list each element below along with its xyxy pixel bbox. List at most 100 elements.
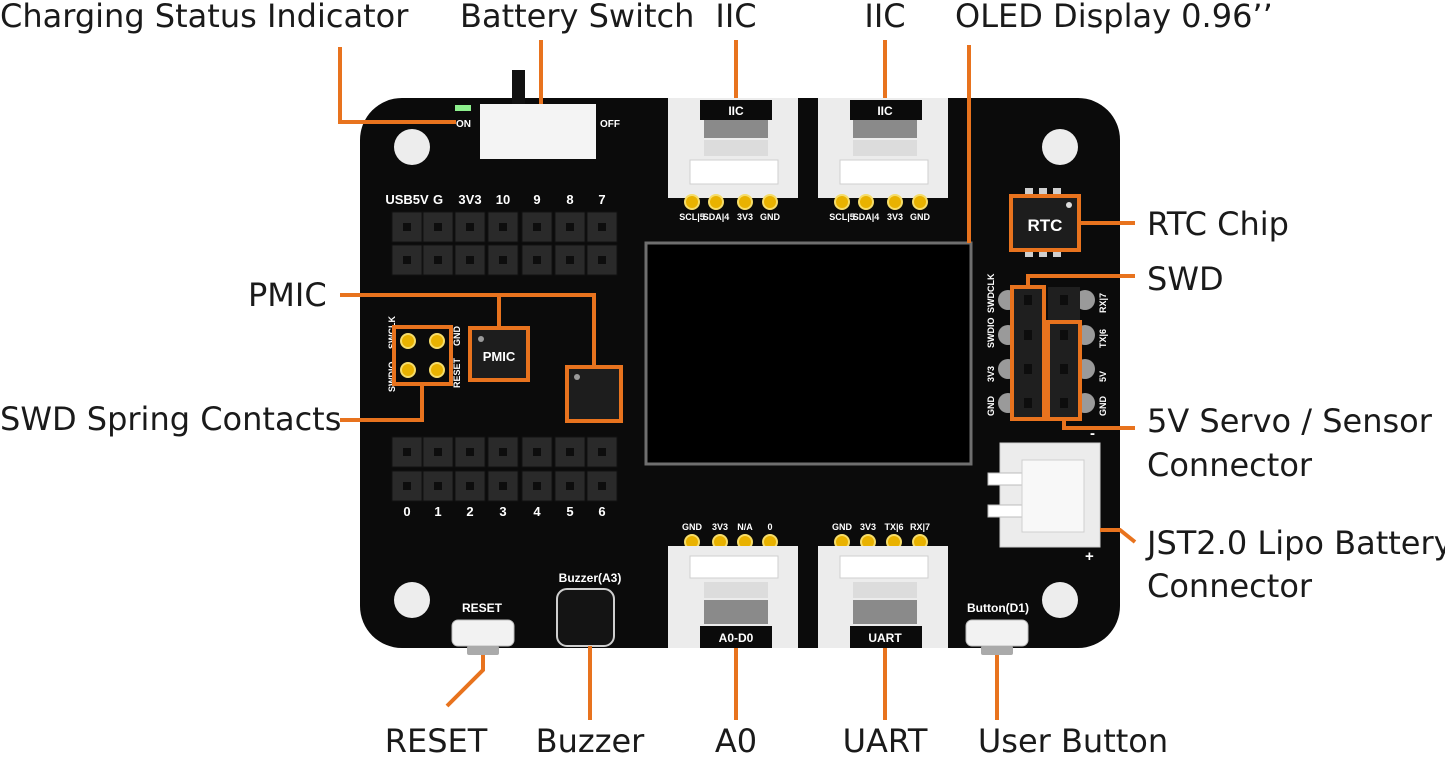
connector-pad xyxy=(708,194,724,210)
servo-header xyxy=(1048,287,1080,419)
swd-header-pin xyxy=(1024,398,1032,408)
top-header-pins xyxy=(391,211,618,276)
callout-buzzer: Buzzer xyxy=(536,722,646,756)
connector-pad xyxy=(684,194,700,210)
header-pin-hole xyxy=(598,256,606,264)
connector-pin-label: GND xyxy=(910,212,931,222)
top-header-label: 9 xyxy=(533,192,540,207)
connector-pin-label: SCL|5 xyxy=(679,212,705,222)
iic-right-silk: IIC xyxy=(877,104,893,118)
header-pin-hole xyxy=(566,482,574,490)
header-pin-hole xyxy=(466,223,474,231)
charging-led xyxy=(455,105,471,111)
header-pin-cell xyxy=(521,211,553,243)
swd-header-pin xyxy=(1024,295,1032,305)
header-pin-hole xyxy=(403,482,411,490)
top-header-label: 7 xyxy=(598,192,605,207)
header-pin-hole xyxy=(434,223,442,231)
header-pin-hole xyxy=(403,256,411,264)
connector-pin-label: GND xyxy=(760,212,781,222)
connector-pin-label: TX|6 xyxy=(884,522,903,532)
bottom-header-label: 3 xyxy=(499,504,506,519)
top-header-label: USB5V xyxy=(385,192,429,207)
leader-jst xyxy=(1100,528,1137,544)
spring-reset-silk: RESET xyxy=(452,357,462,388)
leader-reset xyxy=(445,655,485,708)
reset-button[interactable] xyxy=(467,646,499,655)
reset-silk: RESET xyxy=(462,601,503,615)
header-pin-hole xyxy=(598,448,606,456)
a0-connector xyxy=(668,546,798,648)
bottom-header-pins xyxy=(391,436,618,502)
callout-iic-right: IIC xyxy=(864,0,905,35)
connector-pin-label: RX|7 xyxy=(910,522,930,532)
connector-pad xyxy=(858,194,874,210)
servo-header-pin xyxy=(1060,330,1068,340)
iic-connector-left: IIC xyxy=(668,98,798,198)
spring-gnd-silk: GND xyxy=(452,326,462,347)
user-button-silk: Button(D1) xyxy=(967,601,1029,615)
callout-iic-left: IIC xyxy=(715,0,756,35)
servo-pin-label: TX|6 xyxy=(1098,329,1108,348)
header-pin-hole xyxy=(533,223,541,231)
header-pin-hole xyxy=(434,256,442,264)
callout-a0: A0 xyxy=(715,722,757,756)
swd-header-pin xyxy=(1024,330,1032,340)
pmic-chip-silk: PMIC xyxy=(483,349,516,364)
servo-header-pin xyxy=(1060,364,1068,374)
top-header-label: 3V3 xyxy=(458,192,481,207)
bottom-header-label: 1 xyxy=(434,504,441,519)
iic-connector-right: IIC xyxy=(818,98,948,198)
bottom-header-label: 5 xyxy=(566,504,573,519)
top-header-label: G xyxy=(433,192,443,207)
swd-spring-contacts xyxy=(400,333,445,378)
header-pin-hole xyxy=(499,223,507,231)
rtc-chip-silk: RTC xyxy=(1028,216,1063,235)
jst-battery-connector xyxy=(987,442,1101,548)
callout-charging-status: Charging Status Indicator xyxy=(0,0,409,35)
swd-header xyxy=(1012,287,1044,419)
header-pin-hole xyxy=(533,448,541,456)
top-header-label: 8 xyxy=(566,192,573,207)
header-pin-hole xyxy=(434,482,442,490)
battery-switch[interactable] xyxy=(480,104,596,159)
bottom-header-label: 0 xyxy=(403,504,410,519)
leader-pmic xyxy=(340,293,596,367)
reset-button-body xyxy=(451,619,515,647)
leader-servo xyxy=(1062,419,1135,430)
buzzer-silk: Buzzer(A3) xyxy=(559,571,622,585)
bottom-header-label: 2 xyxy=(466,504,473,519)
swd-header-pins xyxy=(1024,295,1068,408)
top-header-label: 10 xyxy=(496,192,510,207)
connector-pin-label: GND xyxy=(832,522,853,532)
callout-oled-display: OLED Display 0.96’’ xyxy=(955,0,1273,35)
header-pin-hole xyxy=(566,223,574,231)
leader-charging xyxy=(338,47,456,124)
header-pin-cell xyxy=(586,244,618,276)
callout-swd: SWD xyxy=(1147,260,1224,298)
swd-pin-label: 3V3 xyxy=(986,366,996,382)
oled-display xyxy=(644,241,973,466)
leader-swd xyxy=(1026,274,1135,287)
callout-battery-switch: Battery Switch xyxy=(460,0,694,35)
connector-pin-label: SDA|4 xyxy=(853,212,880,222)
a0-connector-silk: A0-D0 xyxy=(719,631,754,645)
callout-rtc-chip: RTC Chip xyxy=(1147,205,1289,243)
connector-pin-label: 3V3 xyxy=(737,212,753,222)
header-pin-hole xyxy=(466,482,474,490)
connector-pad xyxy=(887,194,903,210)
connector-pin-label: 0 xyxy=(767,522,772,532)
callout-user-button: User Button xyxy=(978,722,1168,756)
header-pin-hole xyxy=(403,448,411,456)
servo-pin-label: RX|7 xyxy=(1098,293,1108,313)
pmic-chip-dot xyxy=(478,336,484,342)
mounting-hole-top-right xyxy=(1042,129,1078,165)
battery-switch-lever[interactable] xyxy=(512,70,525,105)
header-pin-hole xyxy=(466,448,474,456)
user-button[interactable] xyxy=(981,646,1013,655)
rtc-chip xyxy=(1011,188,1079,257)
